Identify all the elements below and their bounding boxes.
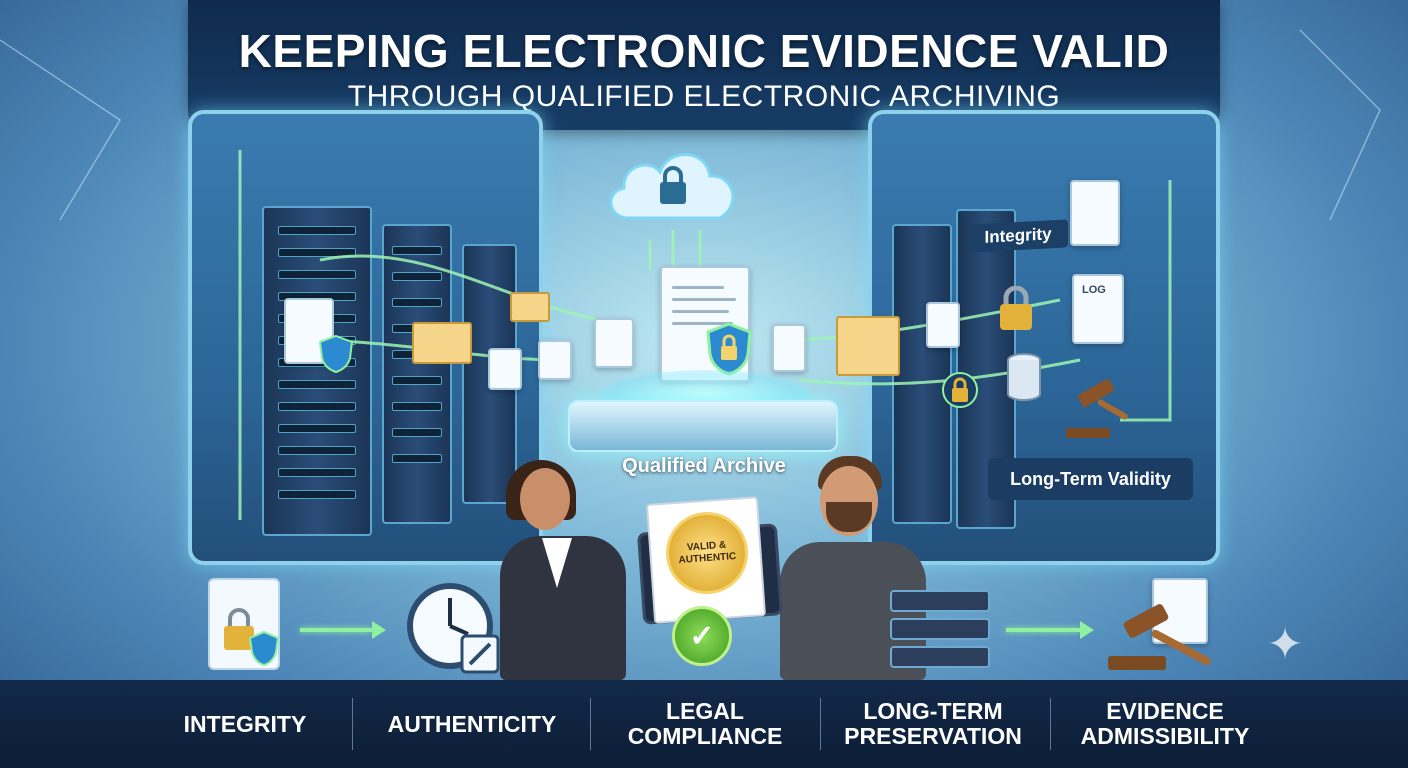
pillar-divider xyxy=(352,698,353,750)
document-icon xyxy=(926,302,960,348)
log-document: LOG xyxy=(1072,274,1124,344)
padlock-icon xyxy=(996,285,1036,332)
shield-icon xyxy=(318,334,354,374)
pillar-divider xyxy=(590,698,591,750)
bottom-pillar-bar xyxy=(0,680,1408,768)
envelope-icon xyxy=(412,322,472,364)
pillar-authenticity: AUTHENTICITY xyxy=(387,710,557,737)
title-banner xyxy=(188,0,1220,130)
businesswoman-figure xyxy=(500,460,650,680)
envelope-icon xyxy=(510,292,550,322)
pillar-divider xyxy=(820,698,821,750)
qualified-archive-label: Qualified Archive xyxy=(622,455,786,477)
check-seal-icon: ✓ xyxy=(672,606,732,666)
flow-arrow-head xyxy=(1080,621,1094,639)
document-icon xyxy=(594,318,634,368)
database-icon xyxy=(1004,352,1044,402)
integrity-tag: Integrity xyxy=(968,219,1068,253)
document-icon xyxy=(772,324,806,372)
long-term-validity-label: Long-Term Validity xyxy=(988,458,1193,500)
gavel-icon xyxy=(1064,376,1136,440)
flow-arrow xyxy=(1006,628,1080,632)
padlock-icon xyxy=(942,368,978,410)
sparkle-icon: ✦ xyxy=(1266,620,1304,669)
cloud-lock-icon xyxy=(598,136,748,228)
page-subtitle: THROUGH QUALIFIED ELECTRONIC ARCHIVING xyxy=(347,80,1061,113)
shield-lock-icon xyxy=(706,322,752,376)
envelope-icon xyxy=(836,316,900,376)
document-icon xyxy=(538,340,572,380)
page-title: KEEPING ELECTRONIC EVIDENCE VALID xyxy=(238,25,1170,77)
gavel-icon xyxy=(1104,578,1224,674)
document-icon xyxy=(488,348,522,390)
flow-arrow xyxy=(300,628,372,632)
document-pen-icon xyxy=(1070,180,1120,246)
pillar-legal-compliance: LEGAL COMPLIANCE xyxy=(627,698,783,749)
log-label: LOG xyxy=(1082,284,1106,296)
qualified-archive-platform xyxy=(568,400,838,452)
pillar-evidence-admissibility: EVIDENCE ADMISSIBILITY xyxy=(1080,698,1250,749)
clock-icon xyxy=(406,582,502,678)
pillar-long-term-preservation: LONG-TERM PRESERVATION xyxy=(844,698,1022,749)
server-stack-icon xyxy=(890,590,990,670)
document-lock-icon xyxy=(208,578,280,670)
pillar-integrity: INTEGRITY xyxy=(183,710,307,737)
pillar-divider xyxy=(1050,698,1051,750)
flow-arrow-head xyxy=(372,621,386,639)
